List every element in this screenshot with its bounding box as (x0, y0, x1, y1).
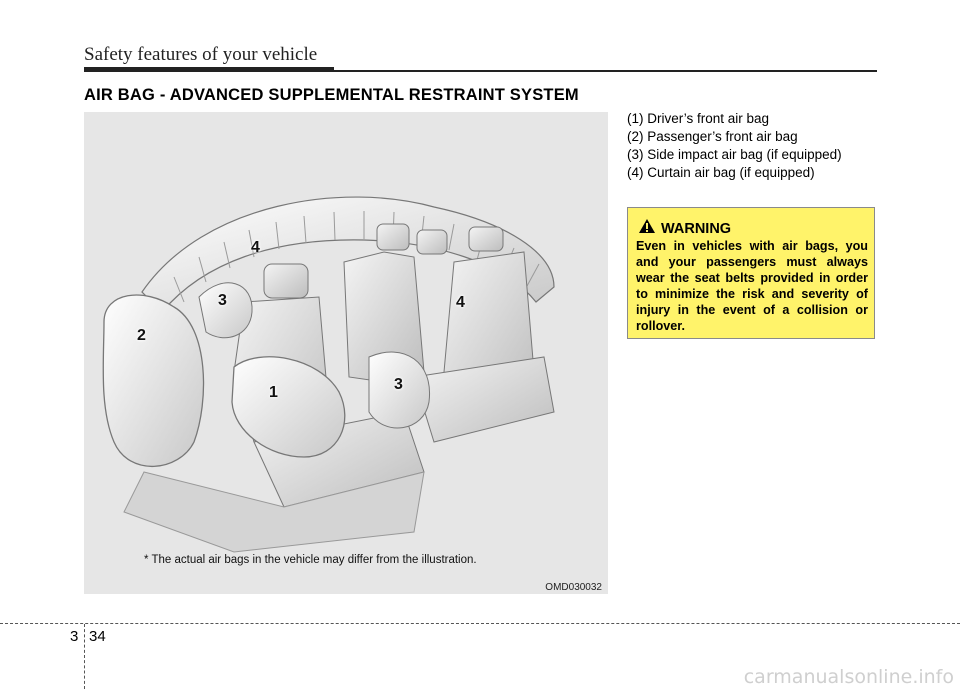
callout-side-rear: 3 (394, 376, 403, 394)
legend-item: (3) Side impact air bag (if equipped) (627, 146, 842, 164)
page-header-title: Safety features of your vehicle (84, 44, 317, 66)
figure-code: OMD030032 (545, 582, 602, 593)
warning-triangle-icon (638, 218, 656, 239)
callout-curtain-front: 4 (251, 239, 260, 257)
callout-driver-front: 1 (269, 384, 278, 402)
passenger-front-airbag (103, 295, 203, 466)
rear-headrest-right (469, 227, 503, 251)
warning-box: WARNING Even in vehicles with air bags, … (627, 207, 875, 339)
header-rule-thin (334, 70, 877, 72)
rear-headrest-mid (417, 230, 447, 254)
legend-item: (2) Passenger’s front air bag (627, 128, 842, 146)
header-rule-thick (84, 67, 334, 72)
page-number: 34 (89, 628, 106, 645)
front-headrest (264, 264, 308, 298)
section-heading: AIR BAG - ADVANCED SUPPLEMENTAL RESTRAIN… (84, 86, 579, 105)
figure-caption: * The actual air bags in the vehicle may… (144, 554, 477, 566)
legend-item: (4) Curtain air bag (if equipped) (627, 164, 842, 182)
callout-passenger-front: 2 (137, 327, 146, 345)
callout-side-front: 3 (218, 292, 227, 310)
rear-headrest-left (377, 224, 409, 250)
warning-header: WARNING (638, 218, 731, 239)
airbag-illustration: 4 3 2 1 4 3 * The actual air bags in the… (84, 112, 608, 594)
callout-curtain-rear: 4 (456, 294, 465, 312)
airbag-drawing (84, 112, 608, 594)
chapter-number: 3 (70, 628, 78, 645)
legend-item: (1) Driver’s front air bag (627, 110, 842, 128)
airbag-legend: (1) Driver’s front air bag (2) Passenger… (627, 110, 842, 182)
rear-cushion (414, 357, 554, 442)
warning-title: WARNING (661, 221, 731, 237)
watermark: carmanualsonline.info (744, 666, 954, 688)
footer-divider (84, 624, 85, 689)
warning-body: Even in vehicles with air bags, you and … (636, 238, 868, 334)
driver-front-airbag (232, 357, 345, 457)
footer-rule (0, 623, 960, 624)
